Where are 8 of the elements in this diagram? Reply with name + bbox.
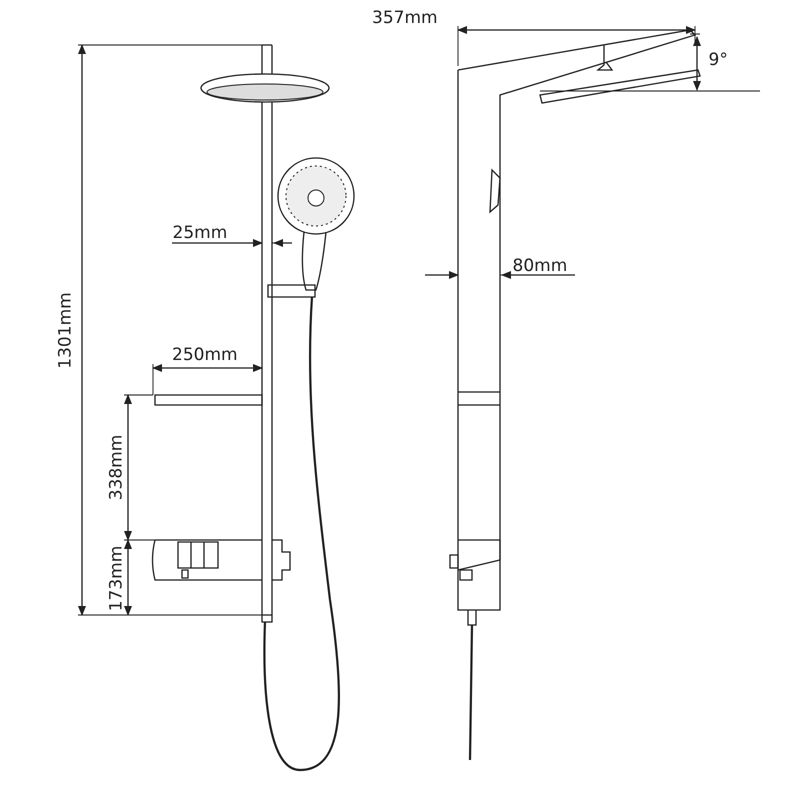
dimension-label: 80mm <box>512 258 568 274</box>
dimension-label: 25mm <box>172 224 228 242</box>
dimension-label: 9° <box>708 52 728 68</box>
dimension-label: 357mm <box>372 10 438 26</box>
dimension-label: 1301mm <box>58 292 75 368</box>
dimension-label: 338mm <box>108 434 126 500</box>
dimension-label: 250mm <box>172 346 238 364</box>
dimension-label: 173mm <box>108 545 126 611</box>
